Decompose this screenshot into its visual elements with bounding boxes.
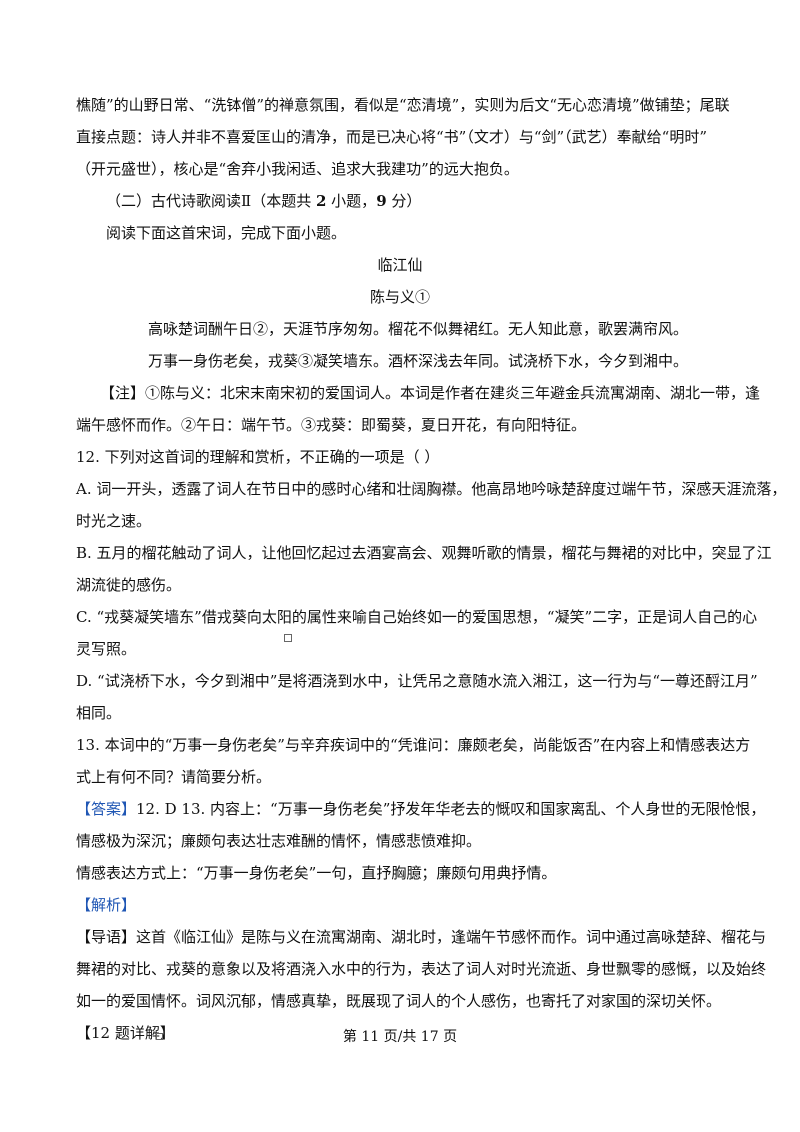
question-13-line-2: 式上有何不同？请简要分析。 bbox=[76, 768, 272, 786]
option-b-line-2: 湖流徙的感伤。 bbox=[76, 576, 182, 594]
stray-box-mark bbox=[284, 634, 292, 642]
guide-line-3: 如一的爱国情怀。词风沉郁，情感真挚，既展现了词人的个人感伤，也寄托了对家国的深切… bbox=[76, 992, 722, 1010]
poem-line-2: 万事一身伤老矣，戎葵③凝笑墙东。酒杯深浅去年同。试浇桥下水，今夕到湘中。 bbox=[148, 352, 689, 370]
analysis-line-3: （开元盛世），核心是“舍弃小我闲适、追求大我建功”的远大抱负。 bbox=[76, 160, 519, 178]
analysis-line-2: 直接点题：诗人并非不喜爱匡山的清净，而是已决心将“书”（文才）与“剑”（武艺）奉… bbox=[76, 128, 708, 146]
option-d-line-1: D. “试浇桥下水，今夕到湘中”是将酒浇到水中，让凭吊之意随水流入湘江，这一行为… bbox=[76, 672, 758, 690]
poem-title: 临江仙 bbox=[377, 256, 423, 274]
answer-line-1: 【答案】12. D 13. 内容上：“万事一身伤老矣”抒发年华老去的慨叹和国家离… bbox=[76, 800, 766, 818]
footer-box-mark bbox=[156, 1033, 163, 1040]
detail-12-heading: 【12 题详解】 bbox=[76, 1024, 175, 1042]
question-12-stem: 12. 下列对这首词的理解和赏析，不正确的一项是（ ） bbox=[76, 448, 440, 466]
guide-line-1: 【导语】这首《临江仙》是陈与义在流寓湖南、湖北时，逢端午节感怀而作。词中通过高咏… bbox=[76, 928, 767, 946]
instruction: 阅读下面这首宋词，完成下面小题。 bbox=[106, 224, 347, 242]
option-c-line-1: C. “戎葵凝笑墙东”借戎葵向太阳的属性来喻自己始终如一的爱国思想，“凝笑”二字… bbox=[76, 608, 758, 626]
poem-line-1: 高咏楚词酬午日②，天涯节序匆匆。榴花不似舞裙红。无人知此意，歌罢满帘风。 bbox=[148, 320, 689, 338]
page-footer: 第 11 页/共 17 页 bbox=[342, 1029, 458, 1045]
option-c-line-2: 灵写照。 bbox=[76, 640, 137, 658]
answer-tag: 【答案】 bbox=[76, 800, 137, 818]
option-a-line-2: 时光之速。 bbox=[76, 512, 152, 530]
option-a-line-1: A. 词一开头，透露了词人在节日中的感时心绪和壮阔胸襟。他高昂地吟咏楚辞度过端午… bbox=[76, 480, 787, 498]
poem-author: 陈与义① bbox=[369, 288, 430, 306]
question-count: 2 bbox=[315, 192, 327, 210]
option-d-line-2: 相同。 bbox=[76, 704, 122, 722]
answer-line-3: 情感表达方式上：“万事一身伤老矣”一句，直抒胸臆；廉颇句用典抒情。 bbox=[76, 864, 557, 882]
score-value: 9 bbox=[376, 192, 387, 210]
answer-line-2: 情感极为深沉；廉颇句表达壮志难酬的情怀，情感悲愤难抑。 bbox=[76, 832, 482, 850]
analysis-line-1: 樵随”的山野日常、“洗钵僧”的禅意氛围，看似是“恋清境”，实则为后文“无心恋清境… bbox=[76, 96, 730, 114]
section-heading: （二）古代诗歌阅读Ⅱ（本题共 2 小题，9 分） bbox=[106, 192, 422, 210]
guide-line-2: 舞裙的对比、戎葵的意象以及将酒浇入水中的行为，表达了词人对时光流逝、身世飘零的感… bbox=[76, 960, 767, 978]
option-b-line-1: B. 五月的榴花触动了词人，让他回忆起过去酒宴高会、观舞听歌的情景，榴花与舞裙的… bbox=[76, 544, 772, 562]
question-13-line-1: 13. 本词中的“万事一身伤老矣”与辛弃疾词中的“凭谁问：廉颇老矣，尚能饭否”在… bbox=[76, 736, 751, 754]
note-line-1: 【注】①陈与义：北宋末南宋初的爱国词人。本词是作者在建炎三年避金兵流寓湖南、湖北… bbox=[100, 384, 761, 402]
explain-tag: 【解析】 bbox=[76, 896, 137, 914]
note-line-2: 端午感怀而作。②午日：端午节。③戎葵：即蜀葵，夏日开花，有向阳特征。 bbox=[76, 416, 587, 434]
